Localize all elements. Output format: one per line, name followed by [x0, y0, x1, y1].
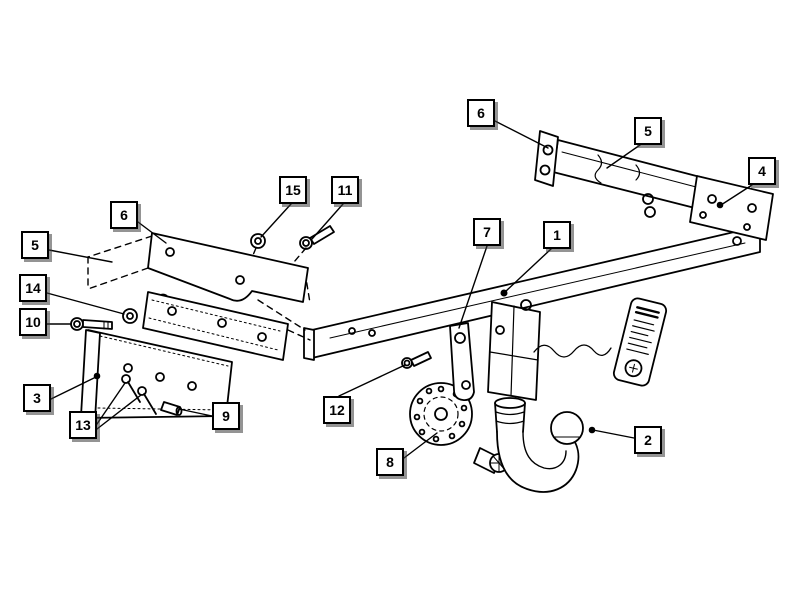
- callout-2-tow-ball: 2: [634, 426, 662, 454]
- bolts-13: [121, 374, 157, 415]
- callout-8-flange: 8: [376, 448, 404, 476]
- callout-6-left-plate: 6: [110, 201, 138, 229]
- left-bracket-exploded: [70, 225, 335, 421]
- callout-12-bolt: 12: [323, 396, 351, 424]
- washer-14: [122, 308, 138, 324]
- leader-lines: [46, 120, 753, 459]
- receiver-housing: [487, 299, 541, 401]
- label-tag: [612, 297, 668, 387]
- callout-5-left-bracket: 5: [21, 231, 49, 259]
- coupling-mechanism: [401, 297, 668, 493]
- swan-neck-tow-ball: [494, 397, 596, 493]
- callout-6-upper-bracket: 6: [467, 99, 495, 127]
- bolt-10: [70, 317, 113, 331]
- upper-beam-assembly: [534, 130, 774, 241]
- bracket-plate-a: [147, 232, 309, 303]
- callout-11-bolt: 11: [331, 176, 359, 204]
- bolt-12: [401, 351, 432, 369]
- callout-9-spacer: 9: [212, 402, 240, 430]
- callout-5-upper-beam: 5: [634, 117, 662, 145]
- callout-4-end-plate: 4: [748, 157, 776, 185]
- callout-15-washer: 15: [279, 176, 307, 204]
- washer-15: [250, 233, 266, 249]
- main-cross-beam: [303, 225, 761, 361]
- bolt-11: [299, 225, 335, 250]
- side-mounting-bracket: [80, 329, 233, 421]
- callout-13-bolts: 13: [69, 411, 97, 439]
- callout-3-bracket: 3: [23, 384, 51, 412]
- safety-cable: [533, 344, 612, 358]
- callout-10-bolt: 10: [19, 308, 47, 336]
- right-end-plate: [689, 175, 774, 241]
- callout-1-main-beam: 1: [543, 221, 571, 249]
- callout-14-washer: 14: [19, 274, 47, 302]
- release-lever-strap: [449, 322, 475, 401]
- spacer-9: [160, 401, 183, 416]
- callout-7-lever: 7: [473, 218, 501, 246]
